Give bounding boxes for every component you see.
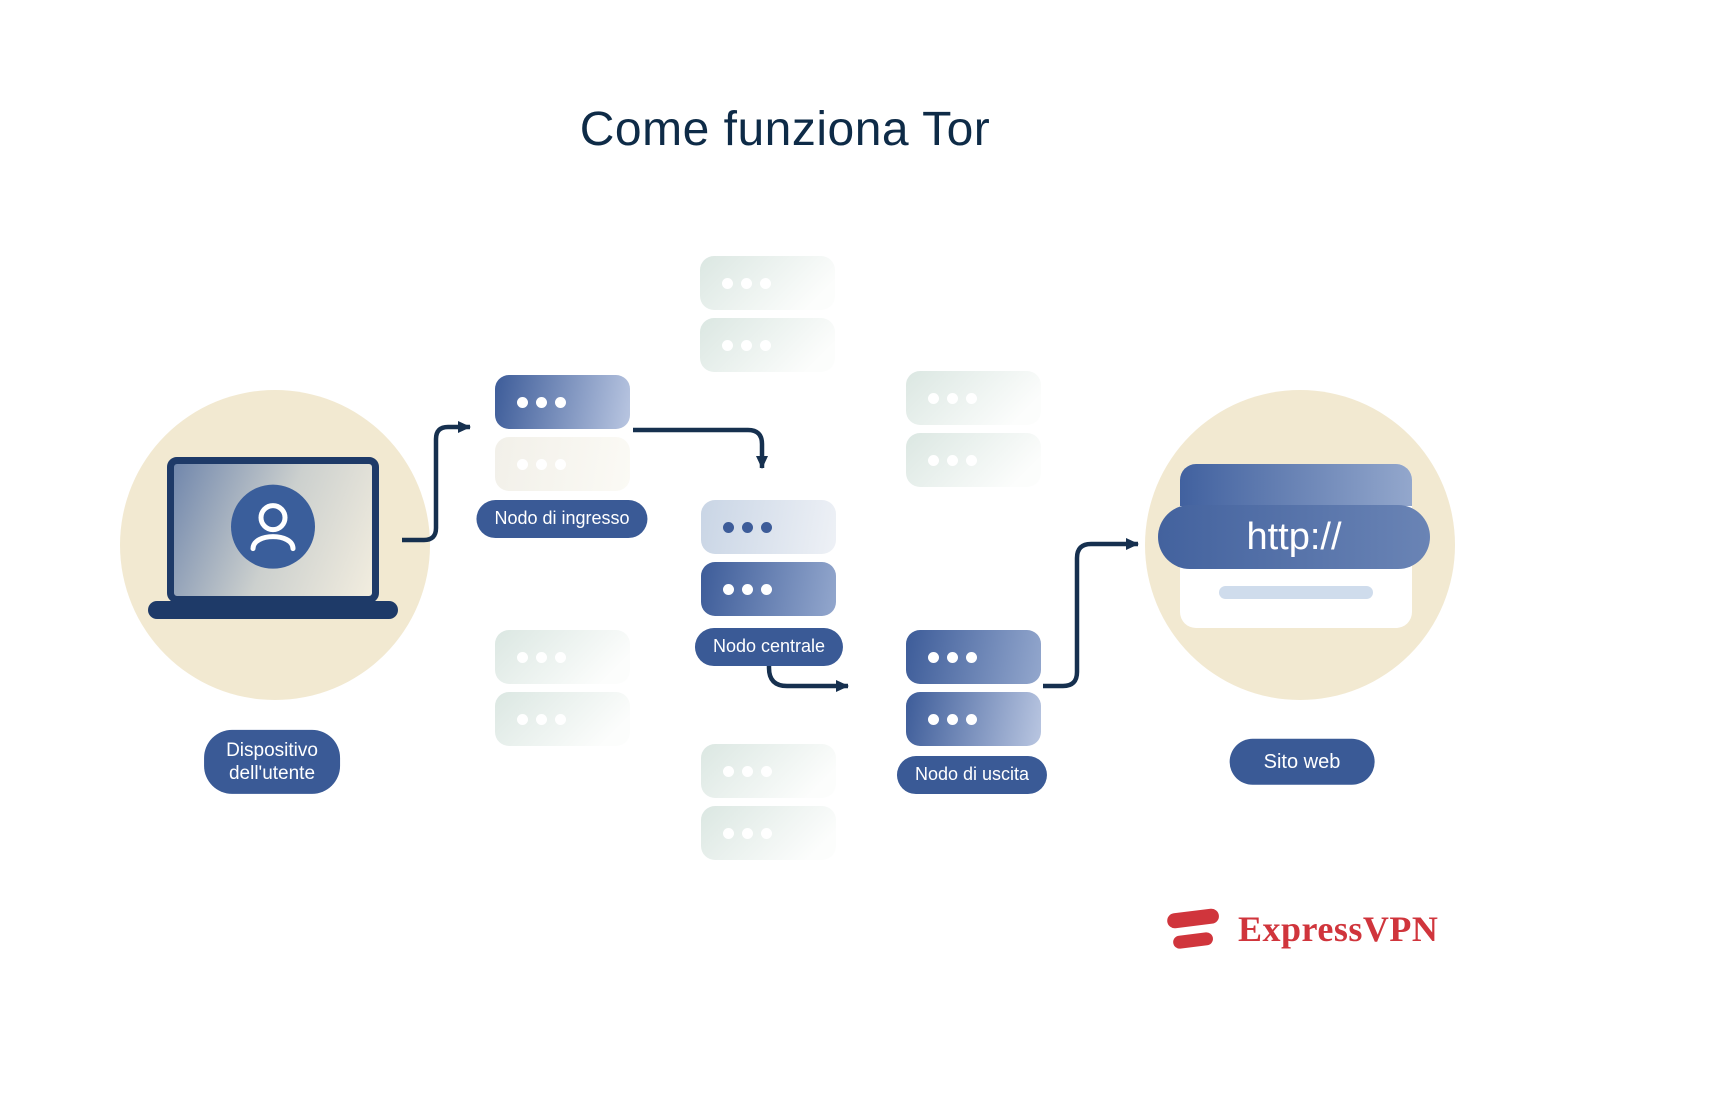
server-dot <box>966 651 977 663</box>
laptop-base <box>148 601 398 619</box>
url-text: http:// <box>1246 515 1342 558</box>
server-dot <box>761 827 772 839</box>
middle-node-label: Nodo centrale <box>694 628 844 666</box>
server-dot <box>742 827 753 839</box>
laptop-icon <box>148 457 398 620</box>
user-avatar-icon <box>231 484 315 569</box>
server-dot <box>517 713 528 725</box>
server-bar <box>701 500 836 554</box>
server-bar <box>906 692 1041 746</box>
page-title: Come funziona Tor <box>579 103 991 156</box>
browser-header-bar <box>1180 464 1412 506</box>
server-bar <box>495 630 630 684</box>
server-bar <box>495 437 630 491</box>
server-dot <box>555 396 566 408</box>
server-dot <box>722 277 733 289</box>
expressvpn-logo: ExpressVPN <box>1163 899 1438 959</box>
device-label: Dispositivo dell'utente <box>204 729 340 795</box>
exit-node-label: Nodo di uscita <box>896 756 1048 794</box>
server-bar <box>906 433 1041 487</box>
server-dot <box>760 339 771 351</box>
server-dot <box>966 392 977 404</box>
website-label-text: Sito web <box>1263 750 1341 773</box>
server-dot <box>760 277 771 289</box>
server-dot <box>966 713 977 725</box>
device-label-line1: Dispositivo <box>226 739 318 761</box>
server-dot <box>742 765 753 777</box>
server-dot <box>722 339 733 351</box>
server-dot <box>966 454 977 466</box>
server-dot <box>761 765 772 777</box>
server-dot <box>741 277 752 289</box>
server-dot <box>741 339 752 351</box>
middle-node-icon <box>701 500 836 624</box>
server-bar <box>495 692 630 746</box>
browser-content-line <box>1219 586 1373 599</box>
server-dot <box>536 713 547 725</box>
server-bar <box>906 371 1041 425</box>
server-dot <box>555 651 566 663</box>
server-bar <box>701 744 836 798</box>
entry-node-label: Nodo di ingresso <box>476 500 648 538</box>
server-bar <box>701 562 836 616</box>
server-dot <box>517 651 528 663</box>
exit-node-label-text: Nodo di uscita <box>914 764 1030 785</box>
tor-relay-icon <box>495 630 630 754</box>
server-bar <box>906 630 1041 684</box>
server-dot <box>928 454 939 466</box>
server-dot <box>947 713 958 725</box>
server-dot <box>761 521 772 533</box>
server-dot <box>517 458 528 470</box>
server-dot <box>947 651 958 663</box>
url-pill: http:// <box>1158 505 1430 569</box>
laptop-screen <box>167 457 379 603</box>
middle-node-label-text: Nodo centrale <box>712 636 826 657</box>
server-dot <box>536 651 547 663</box>
server-dot <box>723 827 734 839</box>
server-bar <box>701 806 836 860</box>
entry-node-label-text: Nodo di ingresso <box>494 508 630 529</box>
server-bar <box>700 256 835 310</box>
server-dot <box>723 583 734 595</box>
tor-relay-icon <box>701 744 836 868</box>
server-dot <box>761 583 772 595</box>
expressvpn-mark-icon <box>1167 908 1219 949</box>
server-bar <box>495 375 630 429</box>
server-dot <box>947 454 958 466</box>
server-dot <box>555 458 566 470</box>
server-dot <box>723 521 734 533</box>
tor-relay-icon <box>906 371 1041 495</box>
server-dot <box>928 713 939 725</box>
server-dot <box>928 392 939 404</box>
server-dot <box>928 651 939 663</box>
device-label-line2: dell'utente <box>228 763 316 784</box>
expressvpn-wordmark: ExpressVPN <box>1238 909 1439 949</box>
server-dot <box>536 458 547 470</box>
server-dot <box>742 521 753 533</box>
tor-relay-icon <box>700 256 835 380</box>
server-bar <box>700 318 835 372</box>
server-dot <box>555 713 566 725</box>
arrow-entry-to-middle <box>633 427 768 469</box>
website-label: Sito web <box>1229 738 1375 786</box>
server-dot <box>742 583 753 595</box>
server-dot <box>723 765 734 777</box>
user-icon <box>250 503 296 552</box>
server-dot <box>536 396 547 408</box>
server-dot <box>947 392 958 404</box>
arrow-exit-to-website <box>1043 538 1139 689</box>
entry-node-icon <box>495 375 630 499</box>
exit-node-icon <box>906 630 1041 754</box>
server-dot <box>517 396 528 408</box>
